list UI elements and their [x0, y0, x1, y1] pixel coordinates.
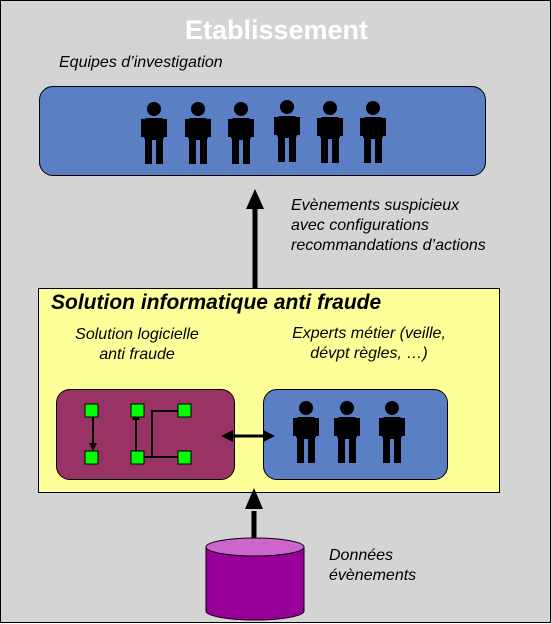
events-label: Evènements suspicieux avec configuration…	[291, 197, 486, 254]
person-icon	[360, 101, 386, 163]
person-icon	[317, 101, 343, 163]
investigation-teams-panel	[39, 86, 486, 176]
arrow-up-from-data	[245, 488, 263, 543]
person-icon	[274, 100, 300, 162]
database-icon	[205, 537, 305, 621]
person-icon	[293, 401, 319, 463]
data-label: Données évènements	[329, 547, 417, 584]
title-etablissement: Etablissement	[184, 15, 369, 45]
solution-title: Solution informatique anti fraude	[51, 291, 382, 314]
person-icon	[379, 401, 405, 463]
person-icon	[334, 401, 360, 463]
experts-label: Experts métier (veille, dévpt règles, …)	[292, 325, 446, 362]
person-icon	[228, 102, 254, 164]
arrow-up-to-teams	[246, 189, 264, 288]
experts-people	[293, 401, 405, 463]
software-label: Solution logicielle anti fraude	[75, 326, 199, 363]
teams-label: Equipes d’investigation	[59, 54, 223, 71]
double-arrow	[221, 430, 275, 442]
person-icon	[141, 102, 167, 164]
person-icon	[185, 102, 211, 164]
investigation-team-people	[141, 100, 386, 164]
rule-flow-diagram	[84, 403, 192, 465]
